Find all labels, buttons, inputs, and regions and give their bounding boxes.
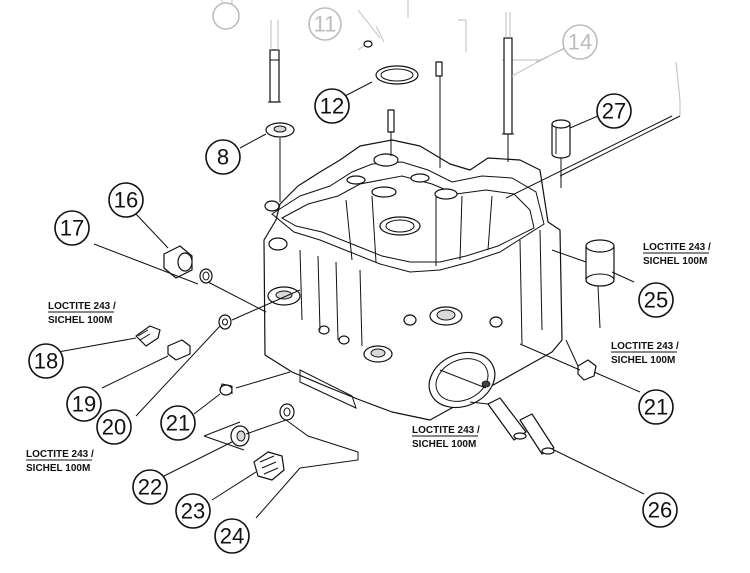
svg-text:16: 16 [114, 188, 138, 213]
svg-text:LOCTITE 243 /: LOCTITE 243 / [643, 242, 711, 253]
callout-12: 12 [314, 88, 350, 124]
screw-18 [135, 325, 161, 347]
plug-16 [163, 245, 193, 279]
svg-text:SICHEL 100M: SICHEL 100M [48, 315, 112, 326]
plug-21a [219, 383, 233, 396]
svg-text:14: 14 [568, 30, 592, 55]
loctite-note-bottom-left: LOCTITE 243 / SICHEL 100M [26, 449, 94, 474]
svg-text:LOCTITE 243 /: LOCTITE 243 / [611, 341, 679, 352]
svg-text:SICHEL 100M: SICHEL 100M [412, 439, 476, 450]
svg-text:8: 8 [217, 145, 229, 170]
callout-19: 19 [66, 386, 102, 422]
callout-21-left: 21 [160, 405, 196, 441]
svg-text:11: 11 [314, 12, 337, 37]
washer-22 [230, 425, 250, 447]
seal-ring-17 [199, 268, 213, 284]
svg-text:21: 21 [644, 395, 668, 420]
o-ring-12 [375, 65, 419, 85]
svg-text:25: 25 [644, 288, 668, 313]
callout-22: 22 [132, 469, 168, 505]
loctite-note-middle-right: LOCTITE 243 / SICHEL 100M [611, 341, 679, 366]
dowel-pins-26 [487, 397, 555, 455]
svg-text:17: 17 [60, 216, 84, 241]
svg-text:SICHEL 100M: SICHEL 100M [611, 355, 675, 366]
svg-text:19: 19 [72, 392, 96, 417]
loctite-note-bottom-center: LOCTITE 243 / SICHEL 100M [412, 425, 480, 450]
callout-23: 23 [175, 493, 211, 529]
callout-18: 18 [28, 343, 64, 379]
svg-text:LOCTITE 243 /: LOCTITE 243 / [412, 425, 480, 436]
callout-20: 20 [96, 409, 132, 445]
svg-text:18: 18 [34, 349, 58, 374]
callout-25: 25 [638, 282, 674, 318]
svg-text:SICHEL 100M: SICHEL 100M [26, 463, 90, 474]
fitting-19 [167, 339, 191, 361]
callout-24: 24 [214, 518, 250, 554]
svg-text:21: 21 [166, 411, 190, 436]
svg-text:LOCTITE 243 /: LOCTITE 243 / [26, 449, 94, 460]
svg-text:22: 22 [138, 475, 162, 500]
svg-text:LOCTITE 243 /: LOCTITE 243 / [48, 301, 116, 312]
svg-text:SICHEL 100M: SICHEL 100M [643, 256, 707, 267]
callout-26: 26 [642, 492, 678, 528]
svg-text:20: 20 [102, 415, 126, 440]
loctite-note-top-right: LOCTITE 243 / SICHEL 100M [643, 242, 711, 267]
callout-16: 16 [108, 182, 144, 218]
callout-21-right: 21 [638, 389, 674, 425]
loctite-note-top-left: LOCTITE 243 / SICHEL 100M [48, 301, 116, 326]
callout-8: 8 [205, 139, 241, 175]
sleeve-27 [551, 119, 571, 159]
svg-text:23: 23 [181, 499, 205, 524]
callout-14: 14 [562, 24, 598, 60]
callout-17: 17 [54, 210, 90, 246]
callout-11: 11 [308, 7, 342, 41]
svg-text:24: 24 [220, 524, 244, 549]
svg-text:12: 12 [320, 94, 344, 119]
svg-text:27: 27 [602, 99, 626, 124]
washer-8 [265, 122, 295, 138]
svg-text:26: 26 [648, 498, 672, 523]
seal-ring-24 [279, 403, 295, 421]
washer-20 [218, 314, 232, 330]
plug-23 [253, 451, 285, 481]
bushing-25 [585, 239, 615, 287]
plug-21b [577, 359, 597, 381]
callout-9 [212, 2, 240, 30]
cylinder-head-body [263, 139, 563, 421]
callout-27: 27 [596, 93, 632, 129]
